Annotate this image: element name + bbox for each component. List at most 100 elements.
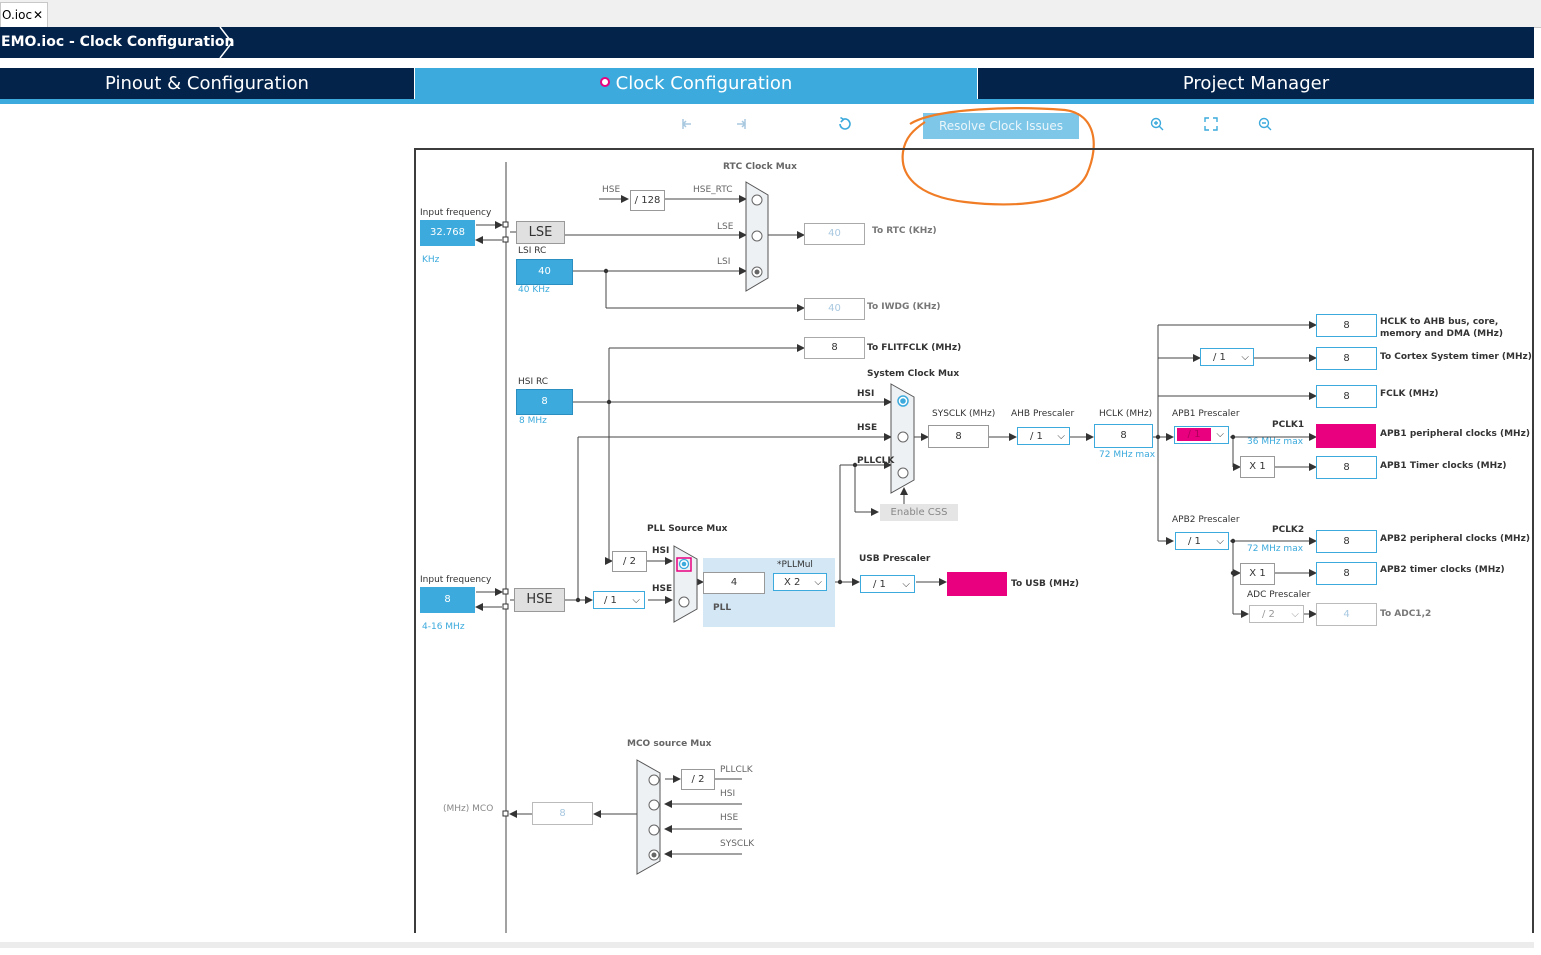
tab-clock-configuration[interactable]: Clock Configuration [415,68,977,99]
tab-project-manager[interactable]: Project Manager [978,68,1534,99]
zoom-out-icon[interactable] [1255,116,1275,136]
apb1-timer-mult: X 1 [1240,456,1275,478]
to-rtc-value: 40 [804,223,865,245]
rtc-mux-title: RTC Clock Mux [723,162,797,172]
lse-input-label: Input frequency [420,208,492,218]
tab-pinout[interactable]: Pinout & Configuration [0,68,414,99]
adc-select[interactable]: / 2 ⌵ [1249,605,1304,623]
usb-presc-label: USB Prescaler [859,554,931,564]
undo-icon[interactable] [677,116,697,136]
reset-icon[interactable] [835,116,855,136]
mco-hsi-label: HSI [720,789,736,799]
pclk2-max: 72 MHz max [1247,544,1304,554]
resolve-clock-issues-button[interactable]: Resolve Clock Issues [923,113,1079,139]
mco-label: (MHz) MCO [443,804,494,814]
hse-input-label: Input frequency [420,575,492,585]
chevron-down-icon: ⌵ [1057,431,1065,442]
main-tabs: Pinout & Configuration Clock Configurati… [0,68,1534,101]
pclk2-label: PCLK2 [1272,525,1305,535]
sysclk-value: 8 [928,425,989,448]
hclk-ahb-value: 8 [1316,314,1377,337]
hclk-max: 72 MHz max [1099,450,1156,460]
to-iwdg-label: To IWDG (KHz) [867,302,941,312]
fit-icon[interactable] [1201,116,1221,136]
annotation-circle [901,107,1095,206]
hse-block: HSE [514,588,565,612]
usb-value: 8 [947,572,1007,596]
adc-value: / 2 [1262,609,1275,620]
lsi-value: 40 [516,259,573,285]
chevron-down-icon: ⌵ [1216,429,1224,440]
zoom-in-icon[interactable] [1147,116,1167,136]
lsi-rc-label: LSI RC [518,246,547,256]
apb1-value: / 1 [1177,428,1211,441]
to-rtc-label: To RTC (KHz) [872,226,937,236]
apb1-periph-value: 8 [1316,424,1376,448]
adc-value-box: 4 [1316,603,1377,626]
hse-input-field[interactable]: 8 [420,587,475,613]
mco-div2: / 2 [681,769,715,790]
to-flit-label: To FLITFCLK (MHz) [867,343,962,353]
ahb-select[interactable]: / 1⌵ [1017,427,1070,445]
apb2-periph-value: 8 [1316,530,1377,553]
fclk-value: 8 [1316,385,1377,408]
enable-css-button[interactable]: Enable CSS [880,504,958,521]
hse-prediv-select[interactable]: / 1⌵ [593,591,645,609]
rtc-hse-rtc-label: HSE_RTC [693,185,733,195]
lse-unit: KHz [422,255,440,265]
hclk-ahb-label-2: memory and DMA (MHz) [1380,329,1504,338]
breadcrumb: EMO.ioc - Clock Configuration [0,27,1534,58]
sysclk-label: SYSCLK (MHz) [932,409,996,419]
redo-icon[interactable] [731,116,751,136]
apb2-timer-mult: X 1 [1240,563,1275,585]
cortex-timer-label: To Cortex System timer (MHz) [1380,352,1532,362]
apb2-select[interactable]: / 1 ⌵ [1175,532,1229,550]
pclk1-max: 36 MHz max [1247,437,1304,447]
adc-out-label: To ADC1,2 [1380,609,1432,619]
pll-mul-select[interactable]: X 2 ⌵ [773,573,827,591]
apb2-value: / 1 [1188,536,1201,547]
usb-label: To USB (MHz) [1011,579,1079,589]
hclk-input[interactable]: 8 [1094,424,1153,448]
chevron-down-icon: ⌵ [814,577,822,588]
apb1-timer-value: 8 [1316,456,1377,479]
pll-src-title: PLL Source Mux [647,524,728,534]
close-icon[interactable]: ✕ [32,8,43,22]
pll-mul-label: *PLLMul [777,560,813,570]
mco-sysclk-label: SYSCLK [720,839,755,849]
modified-dot-icon [599,77,610,87]
apb2-timer-value: 8 [1316,562,1377,585]
breadcrumb-label[interactable]: EMO.ioc - Clock Configuration [1,34,235,50]
pll-mul-value: X 2 [784,577,801,588]
mco-value: 8 [532,802,593,825]
usb-presc-select[interactable]: / 1⌵ [860,575,915,593]
chevron-down-icon: ⌵ [1241,352,1249,363]
chevron-down-icon: ⌵ [1216,536,1224,547]
pll-src-hsi: HSI [652,546,670,556]
sys-hsi-label: HSI [857,389,875,399]
chevron-right-icon [219,27,233,58]
apb1-label: APB1 Prescaler [1172,409,1240,419]
lse-input-field[interactable]: 32.768 [420,220,475,246]
pll-src-hse: HSE [652,584,673,594]
tab-underline [0,99,1534,104]
sys-pllclk-label: PLLCLK [857,456,895,466]
rtc-lsi-label: LSI [717,257,731,267]
apb2-timer-label: APB2 timer clocks (MHz) [1380,565,1505,575]
mco-title: MCO source Mux [627,739,712,749]
chevron-down-icon: ⌵ [902,579,910,590]
hclk-label: HCLK (MHz) [1099,409,1153,419]
apb1-periph-label: APB1 peripheral clocks (MHz) [1380,429,1530,439]
apb1-select[interactable]: / 1 ⌵ [1174,426,1229,444]
file-tab[interactable]: O.ioc ✕ [0,2,48,27]
sys-mux-title: System Clock Mux [867,369,960,379]
hsi-div2: / 2 [612,551,647,572]
cortex-div-select[interactable]: / 1⌵ [1200,348,1254,366]
bottom-scrollbar[interactable] [0,942,1534,948]
chevron-down-icon: ⌵ [1291,609,1299,620]
tab-project-label: Project Manager [1182,73,1330,94]
chevron-down-icon: ⌵ [632,595,640,606]
sys-hse-label: HSE [857,423,878,433]
adc-label: ADC Prescaler [1247,590,1311,600]
